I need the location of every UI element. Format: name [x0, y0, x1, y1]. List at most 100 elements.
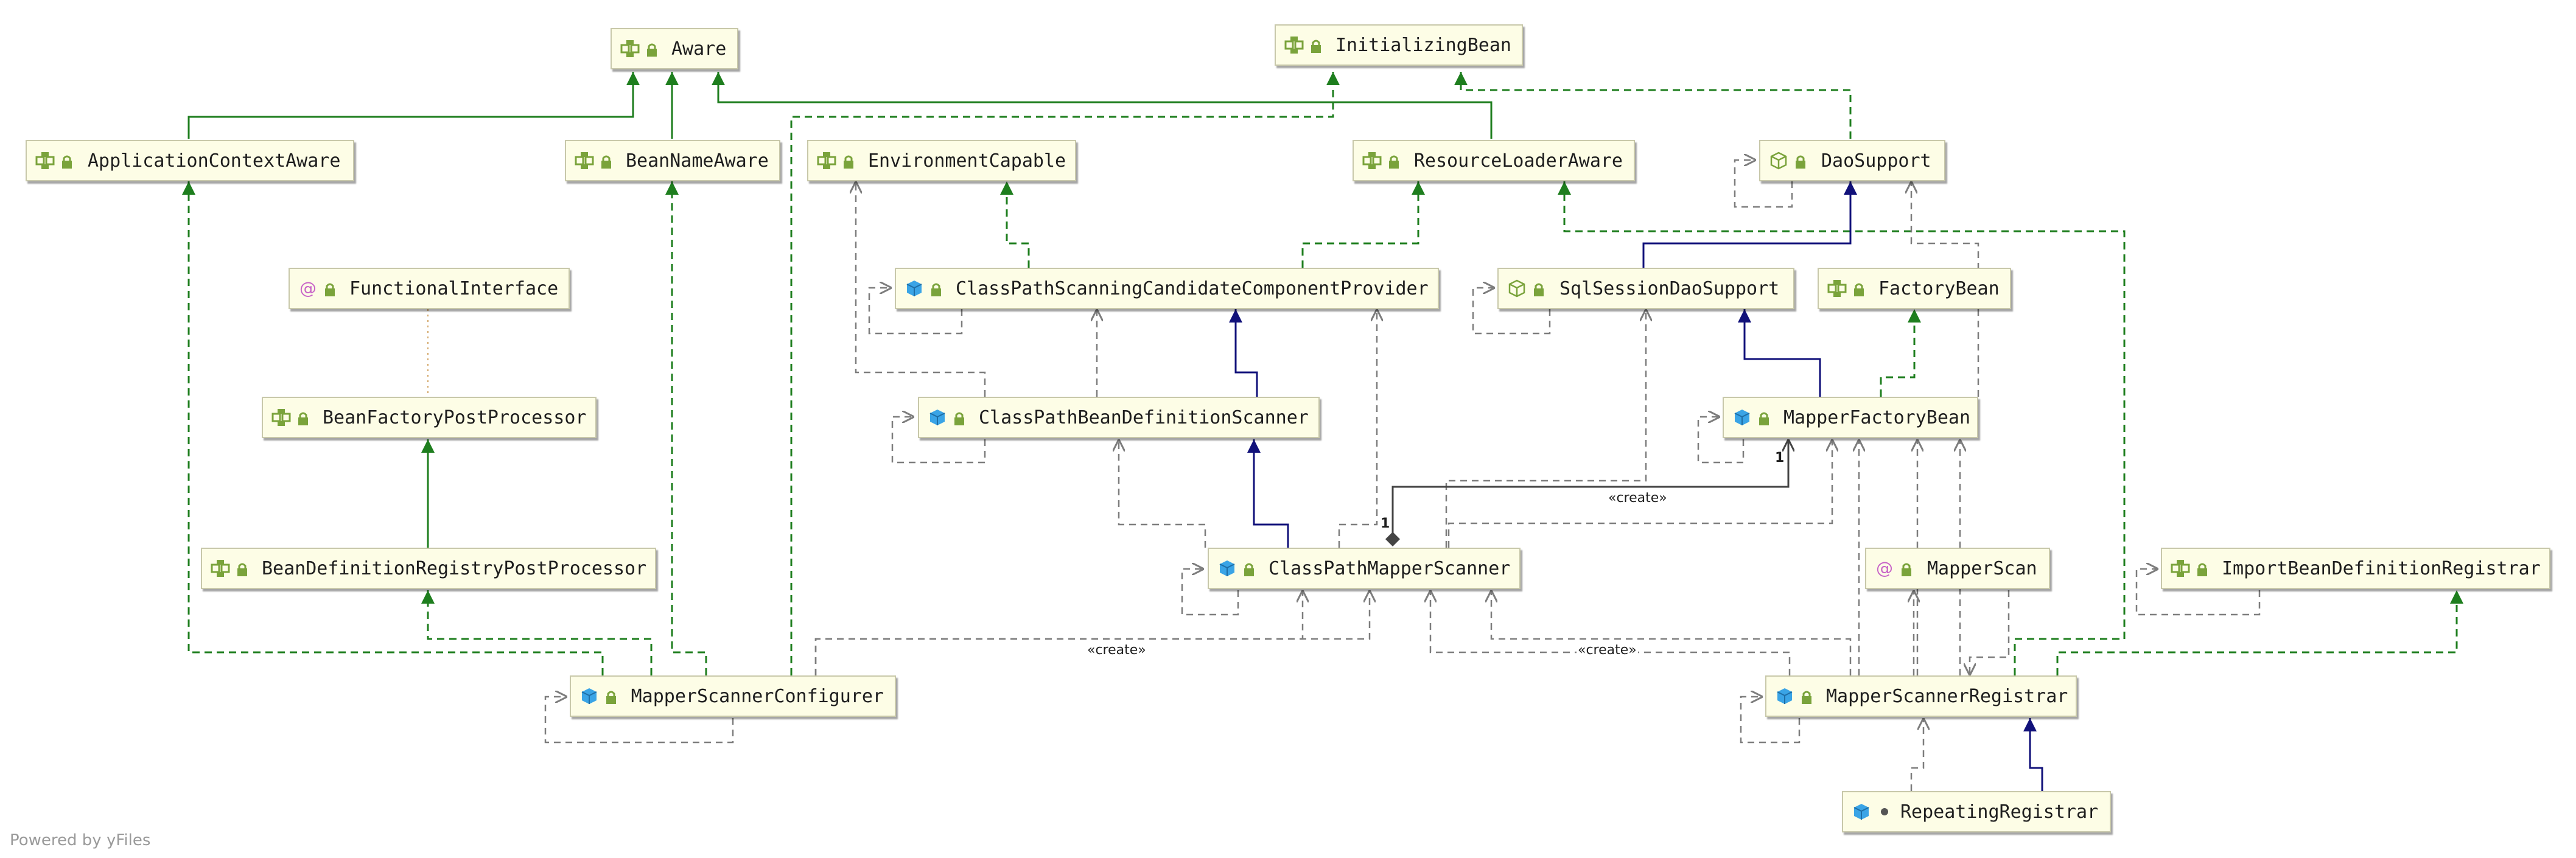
class-icon — [928, 408, 947, 427]
public-lock-icon — [236, 560, 248, 577]
public-lock-icon — [1388, 152, 1401, 169]
node-repeatingregistrar[interactable]: RepeatingRegistrar — [1842, 791, 2111, 832]
interface-icon — [1284, 35, 1304, 55]
node-factorybean[interactable]: FactoryBean — [1818, 268, 2011, 309]
class-icon — [1732, 408, 1752, 427]
create-label: «create» — [1577, 643, 1638, 658]
create-label: «create» — [1086, 643, 1147, 658]
edge-mapperscannerconfigurer-bdrpp — [421, 590, 653, 675]
interface-icon — [1827, 279, 1847, 298]
class-icon — [579, 686, 599, 706]
edge-daosupport-self — [1734, 160, 1793, 208]
edge-cpbds-environmentcapable — [856, 181, 986, 397]
create-label: «create» — [1607, 490, 1668, 506]
composition-edges — [1393, 439, 1788, 539]
interface-icon — [575, 151, 594, 170]
svg-text:@: @ — [1876, 559, 1893, 578]
public-lock-icon — [646, 40, 658, 57]
node-label: MapperScannerConfigurer — [631, 685, 884, 707]
edge-sqlsessiondaosupport-self — [1472, 288, 1551, 335]
node-beannameaware[interactable]: BeanNameAware — [565, 140, 780, 181]
node-aware[interactable]: Aware — [611, 28, 738, 69]
node-label: MapperScannerRegistrar — [1826, 685, 2068, 707]
edge-cpsccp-resourceloaderaware — [1301, 181, 1425, 268]
edge-mapperscannerconfigurer-classpathmapperscanner — [814, 590, 1370, 675]
edge-mapperscannerregistrar-self — [1740, 697, 1801, 744]
node-importbeandefinitionregistrar[interactable]: ImportBeanDefinitionRegistrar — [2161, 548, 2550, 589]
node-label: RepeatingRegistrar — [1900, 801, 2099, 823]
node-label: BeanNameAware — [626, 150, 769, 172]
node-label: ClassPathBeanDefinitionScanner — [979, 406, 1309, 428]
package-private-dot-icon — [1881, 808, 1888, 815]
node-beandefinitionregistrypostprocessor[interactable]: BeanDefinitionRegistryPostProcessor — [201, 548, 656, 589]
edge-applicationcontextaware-aware — [187, 72, 640, 139]
multiplicity-label: 1 — [1381, 516, 1390, 531]
node-label: ClassPathScanningCandidateComponentProvi… — [956, 277, 1429, 299]
public-lock-icon — [1900, 560, 1914, 577]
node-classpathscanningcandidatecomponentprovider[interactable]: ClassPathScanningCandidateComponentProvi… — [895, 268, 1439, 309]
edge-mapperscannerregistrar-ibdr — [2056, 590, 2463, 675]
public-lock-icon — [1853, 280, 1865, 297]
edge-daosupport-initializingbean — [1454, 72, 1852, 139]
public-lock-icon — [605, 688, 618, 705]
public-lock-icon — [600, 152, 612, 169]
edge-classpathmapperscanner-self — [1181, 569, 1239, 616]
node-resourceloaderaware[interactable]: ResourceLoaderAware — [1353, 140, 1635, 181]
edge-mapperscan-mapperscannerregistrar — [1970, 590, 2010, 675]
node-environmentcapable[interactable]: EnvironmentCapable — [807, 140, 1076, 181]
node-mapperscannerregistrar[interactable]: MapperScannerRegistrar — [1765, 675, 2077, 717]
public-lock-icon — [297, 409, 309, 426]
node-mapperscan[interactable]: @ MapperScan — [1865, 548, 2050, 589]
edge-classpathmapperscanner-mapperfactorybean-composition — [1393, 439, 1788, 539]
public-lock-icon — [61, 152, 74, 169]
interface-icon — [817, 151, 836, 170]
abstract-class-icon — [1769, 151, 1788, 170]
node-beanfactorypostprocessor[interactable]: BeanFactoryPostProcessor — [262, 397, 597, 438]
node-applicationcontextaware[interactable]: ApplicationContextAware — [26, 140, 354, 181]
node-label: EnvironmentCapable — [868, 150, 1066, 172]
interface-icon — [211, 559, 230, 578]
interface-icon — [35, 151, 55, 170]
edge-repeatingregistrar-mapperscannerregistrar — [2023, 718, 2043, 791]
edge-mapperscannerregistrar-classpathmapperscanner-2 — [1491, 590, 1852, 675]
edge-mapperscannerconfigurer-applicationcontextaware — [182, 181, 604, 675]
edge-resourceloaderaware-aware — [712, 72, 1493, 139]
node-label: ApplicationContextAware — [88, 150, 341, 172]
node-daosupport[interactable]: DaoSupport — [1759, 140, 1945, 181]
node-label: ClassPathMapperScanner — [1269, 557, 1511, 579]
edge-mapperscannerconfigurer-beannameaware — [665, 181, 707, 675]
node-label: InitializingBean — [1335, 34, 1511, 56]
edge-mapperscannerconfigurer-classpathmapperscanner-2 — [814, 590, 1303, 675]
edge-sqlsessiondaosupport-daosupport — [1642, 181, 1857, 268]
public-lock-icon — [930, 280, 942, 297]
interface-icon — [620, 39, 640, 58]
node-initializingbean[interactable]: InitializingBean — [1275, 24, 1523, 66]
node-functionalinterface[interactable]: @ FunctionalInterface — [289, 268, 570, 309]
edge-mapperfactorybean-factorybean — [1880, 309, 1921, 397]
node-mapperfactorybean[interactable]: MapperFactoryBean — [1723, 397, 1978, 438]
node-label: MapperFactoryBean — [1783, 406, 1971, 428]
node-classpathmapperscanner[interactable]: ClassPathMapperScanner — [1208, 548, 1521, 589]
edge-classpathmapperscanner-sqlsessiondaosupport — [1445, 309, 1646, 548]
realization-edges — [182, 72, 2463, 675]
node-mapperscannerconfigurer[interactable]: MapperScannerConfigurer — [570, 675, 896, 717]
node-label: ImportBeanDefinitionRegistrar — [2222, 557, 2541, 579]
node-sqlsessiondaosupport[interactable]: SqlSessionDaoSupport — [1497, 268, 1794, 309]
edge-mapperscannerregistrar-classpathmapperscanner — [1430, 590, 1791, 675]
node-label: MapperScan — [1927, 557, 2037, 579]
edge-cpsccp-self — [868, 288, 963, 335]
abstract-class-icon — [1507, 279, 1527, 298]
annotation-icon: @ — [298, 279, 318, 298]
node-label: FunctionalInterface — [349, 277, 559, 299]
multiplicity-label: 1 — [1775, 450, 1785, 466]
public-lock-icon — [324, 280, 336, 297]
public-lock-icon — [1758, 409, 1770, 426]
public-lock-icon — [1801, 688, 1813, 705]
node-label: FactoryBean — [1878, 277, 2000, 299]
node-classpathbeandefinitionscanner[interactable]: ClassPathBeanDefinitionScanner — [918, 397, 1320, 438]
svg-text:@: @ — [299, 279, 317, 298]
edge-cpbds-self — [891, 417, 986, 464]
edge-mapperscannerconfigurer-initializingbean — [790, 72, 1340, 675]
